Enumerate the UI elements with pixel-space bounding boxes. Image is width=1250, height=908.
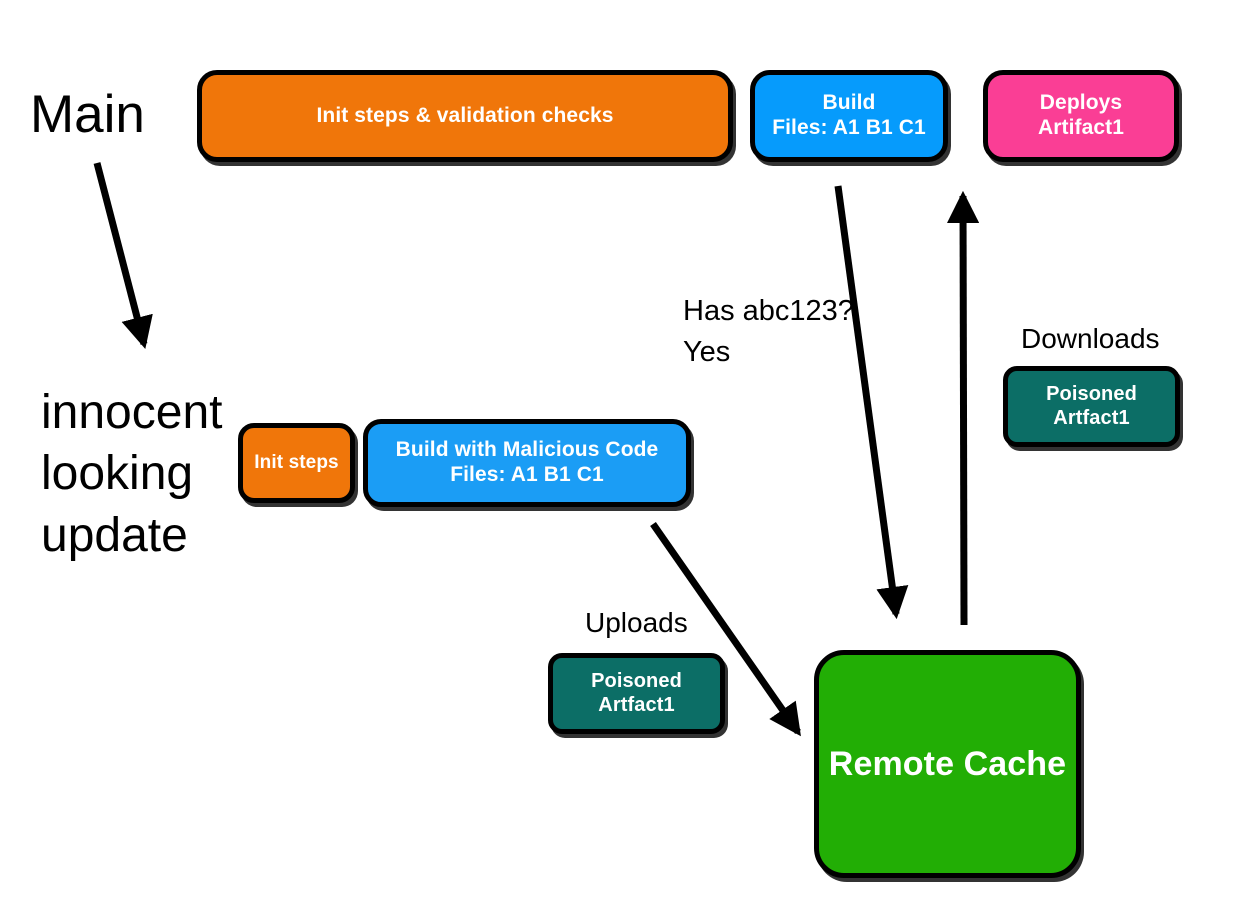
node-line: Init steps [254, 451, 339, 473]
node-line: Poisoned [591, 669, 682, 692]
arrow-main-to-update [93, 162, 153, 349]
node-line: Deploys [1039, 91, 1123, 115]
node-line: Build with Malicious Code [395, 438, 659, 462]
node-build-with-malicious-code[interactable]: Build with Malicious Code Files: A1 B1 C… [363, 419, 691, 507]
node-init-steps[interactable]: Init steps [238, 423, 355, 503]
node-line: Files: A1 B1 C1 [772, 116, 926, 139]
node-poisoned-artifact-uploaded[interactable]: Poisoned Artfact1 [548, 653, 725, 734]
branch-label-main: Main [30, 85, 145, 144]
node-build-main[interactable]: Build Files: A1 B1 C1 [750, 70, 948, 162]
node-deploys-artifact[interactable]: Deploys Artifact1 [983, 70, 1179, 162]
node-line: Files: A1 B1 C1 [450, 463, 604, 486]
annotation-cache-lookup: Has abc123? Yes [683, 295, 854, 369]
arrow-build-to-cache [834, 185, 909, 620]
node-line: Artifact1 [1037, 116, 1125, 139]
node-line: Init steps & validation checks [316, 103, 614, 127]
node-line: Artfact1 [1053, 406, 1130, 429]
annotation-uploads: Uploads [585, 607, 688, 638]
node-line: Build [822, 91, 876, 115]
node-line: Artfact1 [598, 693, 675, 716]
node-line: Poisoned [1046, 382, 1137, 405]
node-init-steps-validation-checks[interactable]: Init steps & validation checks [197, 70, 733, 162]
node-line: Remote Cache [828, 744, 1067, 783]
branch-label-innocent-update: innocent looking update [41, 386, 223, 562]
node-remote-cache[interactable]: Remote Cache [814, 650, 1081, 878]
node-poisoned-artifact-downloaded[interactable]: Poisoned Artfact1 [1003, 366, 1180, 447]
arrow-cache-to-deploys [946, 190, 980, 626]
annotation-downloads: Downloads [1021, 323, 1160, 354]
